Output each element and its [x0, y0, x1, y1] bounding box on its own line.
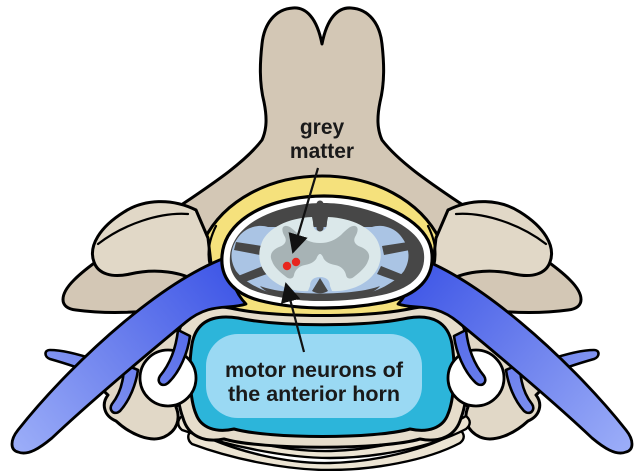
motor-neuron-dot-1: [282, 261, 292, 271]
right-nerve-down-branch-inner: [452, 328, 487, 387]
left-nerve-trunk: [10, 254, 248, 455]
left-nerve-down-branch-outer: [109, 362, 140, 415]
lower-endplate-band: [187, 428, 465, 471]
right-facet-detail-line: [454, 212, 548, 246]
motor-neurons-label-line2: the anterior horn: [228, 382, 400, 406]
motor-neurons-label-line1: motor neurons of: [225, 358, 404, 382]
motor-neurons-arrow: [280, 282, 306, 353]
left-rootlet-strut-upper: [234, 242, 262, 255]
right-spinal-nerve: [396, 254, 634, 455]
left-nerve-down-branch-inner: [157, 328, 192, 387]
left-spinal-nerve: [10, 254, 248, 455]
grey-matter-arrow: [288, 167, 320, 254]
motor-neuron-dot-2: [291, 257, 301, 267]
label-panel: [206, 334, 422, 418]
grey-matter-label-line1: grey: [300, 116, 345, 139]
right-rootlet-strut-lower: [377, 266, 406, 283]
left-lamina-detail-line: [207, 224, 218, 268]
left-rootlet-strut-lower: [238, 266, 267, 283]
right-lamina-detail-line: [426, 224, 437, 268]
left-facet-detail-line: [96, 212, 190, 246]
grey-matter-label-line2: matter: [290, 140, 354, 163]
right-rootlet-strut-upper: [382, 242, 410, 255]
anterior-median-fissure: [312, 278, 328, 294]
right-nerve-trunk: [396, 254, 634, 455]
right-nerve-down-branch-outer: [504, 362, 535, 415]
dural-sac: [220, 194, 434, 310]
